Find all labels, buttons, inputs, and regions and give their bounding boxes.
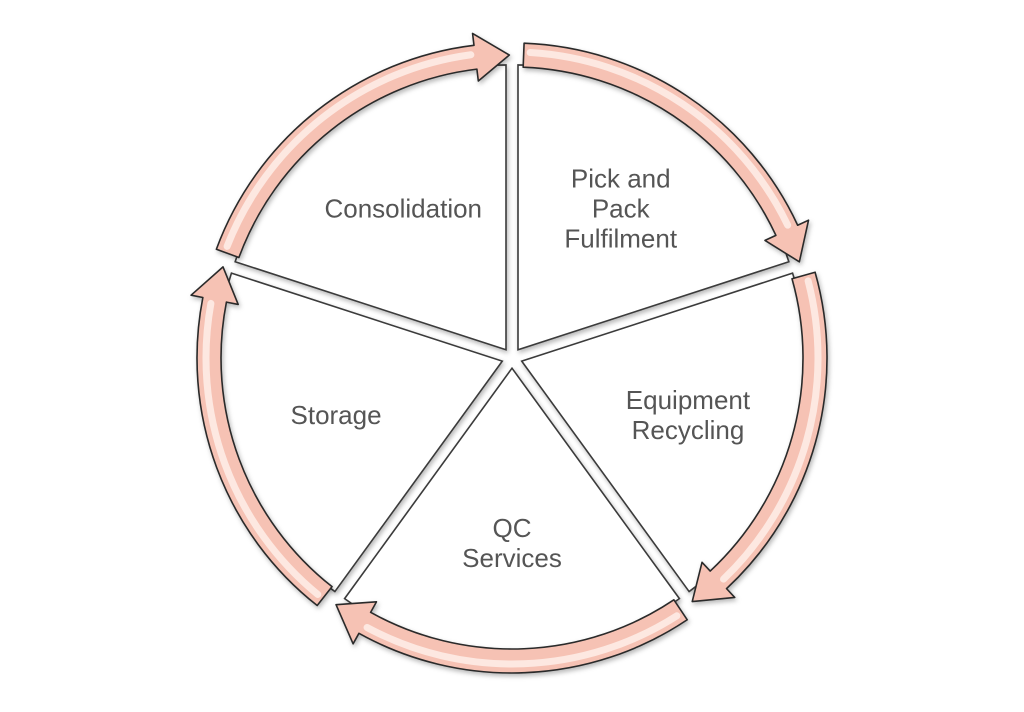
arrows-layer: [190, 32, 828, 674]
segment-equipment-recycling-label-line: Equipment: [626, 385, 751, 415]
segment-consolidation-label-line: Consolidation: [324, 193, 482, 223]
segment-pick-and-pack-fulfilment-label-line: Pick and: [571, 163, 671, 193]
segment-storage-label-line: Storage: [291, 400, 382, 430]
segment-pick-and-pack-fulfilment-label-line: Pack: [592, 193, 651, 223]
segment-consolidation-label: Consolidation: [324, 193, 482, 223]
cycle-arrow-highlight: [223, 51, 475, 250]
cycle-arrow-highlight: [363, 612, 681, 668]
segment-storage-label: Storage: [291, 400, 382, 430]
cycle-arrow: [215, 32, 511, 259]
cycle-arrow-highlight: [526, 49, 792, 229]
segment-qc-services-label-line: Services: [462, 543, 562, 573]
segment-equipment-recycling-label-line: Recycling: [632, 415, 745, 445]
segment-pick-and-pack-fulfilment-label-line: Fulfilment: [564, 223, 677, 253]
segment-qc-services-label-line: QC: [493, 513, 532, 543]
cycle-arrow-highlight: [202, 299, 322, 598]
cycle-arrow-highlight: [720, 277, 822, 583]
cycle-arrow: [522, 42, 810, 263]
